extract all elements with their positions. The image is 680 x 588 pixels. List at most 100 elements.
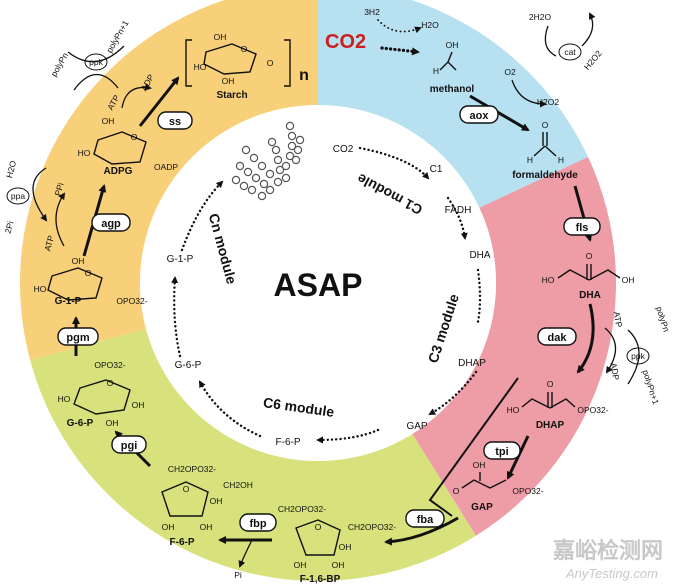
starch-glucose-unit xyxy=(241,145,251,155)
f16bp-oh2: OH xyxy=(294,560,307,570)
enzyme-dak xyxy=(537,327,577,346)
starch-glucose-unit xyxy=(273,177,283,187)
pi-label: Pi xyxy=(234,570,242,580)
starch-label: Starch xyxy=(216,90,247,101)
g1p-opo3: OPO32- xyxy=(116,296,147,306)
f6p-ch2opo3: CH2OPO32- xyxy=(168,464,216,474)
starch-glucose-unit xyxy=(291,155,301,165)
starch-glucose-unit xyxy=(267,137,277,147)
watermark-en: AnyTesting.com xyxy=(565,566,658,581)
enzyme-ss xyxy=(157,111,193,130)
starch-glucose-unit xyxy=(275,165,285,175)
g1p-ho: HO xyxy=(34,284,47,294)
dha-o: O xyxy=(586,251,593,261)
formaldehyde-label: formaldehyde xyxy=(512,170,578,181)
starch-glucose-unit xyxy=(243,167,253,177)
starch-oh-top: OH xyxy=(214,32,227,42)
enzyme-fba-label: fba xyxy=(417,514,434,526)
f6p-oh2: OH xyxy=(162,522,175,532)
sector-c3 xyxy=(412,157,616,536)
dha-ho: HO xyxy=(542,275,555,285)
two-h2o-label: 2H2O xyxy=(529,12,552,22)
starch-glucose-unit xyxy=(259,179,269,189)
sector-c1 xyxy=(318,0,589,208)
starch-glucose-unit xyxy=(265,169,275,179)
formaldehyde-h1: H xyxy=(527,155,533,165)
sector-c6 xyxy=(30,329,476,581)
enzyme-agp xyxy=(91,213,131,232)
c6-module-reactions: fba CH2OPO32- CH2OPO32- O OH OH OH F-1,6… xyxy=(58,360,459,585)
methanol-oh: OH xyxy=(446,40,459,50)
h2o2-b-label: H2O2 xyxy=(537,97,559,107)
starch-oh-bottom: OH xyxy=(222,76,235,86)
enzyme-dak-label: dak xyxy=(548,332,568,344)
adpg-oadp: OADP xyxy=(154,162,178,172)
f6p-oh3: OH xyxy=(200,522,213,532)
gap-label: GAP xyxy=(471,502,493,513)
enzyme-fbp-label: fbp xyxy=(249,518,266,530)
polyp-n1-left: polyPn+1 xyxy=(104,18,131,54)
enzyme-pgi xyxy=(111,435,147,454)
ppa-enzyme xyxy=(6,187,30,205)
inner-co2: CO2 xyxy=(333,144,354,155)
enzyme-aox-label: aox xyxy=(470,110,490,122)
g1p-oh-top: OH xyxy=(72,256,85,266)
f6p-o: O xyxy=(183,484,190,494)
inner-gap: GAP xyxy=(406,421,427,432)
starch-branch-icon xyxy=(231,121,305,201)
dha-oh: OH xyxy=(622,275,635,285)
gap-opo3: OPO32- xyxy=(512,486,543,496)
g1p-label: G-1-P xyxy=(55,296,82,307)
g6p-opo3: OPO32- xyxy=(94,360,125,370)
inner-g1p: G-1-P xyxy=(167,254,194,265)
dhap-ho: HO xyxy=(507,405,520,415)
starch-glucose-unit xyxy=(273,155,283,165)
starch-glucose-unit xyxy=(257,161,267,171)
inner-fadh: FADH xyxy=(445,205,472,216)
adpg-o: O xyxy=(131,132,138,142)
g6p-o: O xyxy=(107,378,114,388)
atp-left-label: ATP xyxy=(42,234,56,252)
polyp-n-left: polyPn xyxy=(49,51,71,79)
starch-glucose-unit xyxy=(235,161,245,171)
enzyme-tpi xyxy=(483,441,521,460)
dha-label: DHA xyxy=(579,290,601,301)
enzyme-aox xyxy=(459,105,499,124)
f16bp-ch2opo3-a: CH2OPO32- xyxy=(278,504,326,514)
enzyme-agp-label: agp xyxy=(101,218,121,230)
starch-glucose-unit xyxy=(285,121,295,131)
inner-dha: DHA xyxy=(469,250,490,261)
three-h2-label: 3H2 xyxy=(364,7,380,17)
c3-module-reactions: fls HO O OH DHA dak ATP ADP ppk polyPn p… xyxy=(428,185,672,517)
f6p-ch2oh: CH2OH xyxy=(223,480,253,490)
starch-glucose-unit xyxy=(231,175,241,185)
enzyme-ss-label: ss xyxy=(169,116,181,128)
co2-red-label: CO2 xyxy=(325,31,366,53)
starch-o-ring: O xyxy=(241,44,248,54)
starch-glucose-unit xyxy=(247,185,257,195)
watermark-cn: 嘉峪检测网 xyxy=(553,538,663,563)
enzyme-fls-label: fls xyxy=(576,222,589,234)
f16bp-label: F-1,6-BP xyxy=(300,574,341,585)
formaldehyde-o: O xyxy=(542,120,549,130)
adpg-oh-top: OH xyxy=(102,116,115,126)
methanol-label: methanol xyxy=(430,84,475,95)
starch-ho: HO xyxy=(194,62,207,72)
sector-cn xyxy=(20,0,318,361)
dhap-label: DHAP xyxy=(536,420,565,431)
adpg-label: ADPG xyxy=(104,166,133,177)
cat-label: cat xyxy=(564,47,576,57)
starch-glucose-unit xyxy=(257,191,267,201)
dhap-o: O xyxy=(547,379,554,389)
dhap-opo3: OPO32- xyxy=(577,405,608,415)
f16bp-oh1: OH xyxy=(339,542,352,552)
enzyme-fbp xyxy=(239,513,277,532)
o2-label: O2 xyxy=(504,67,516,77)
g6p-ho: HO xyxy=(58,394,71,404)
polyp-n-right: polyPn xyxy=(654,305,672,333)
enzyme-pgi-label: pgi xyxy=(121,440,138,452)
module-sectors xyxy=(20,0,616,581)
inner-dotted-cycle xyxy=(171,146,482,444)
starch-n-label: n xyxy=(299,67,309,84)
